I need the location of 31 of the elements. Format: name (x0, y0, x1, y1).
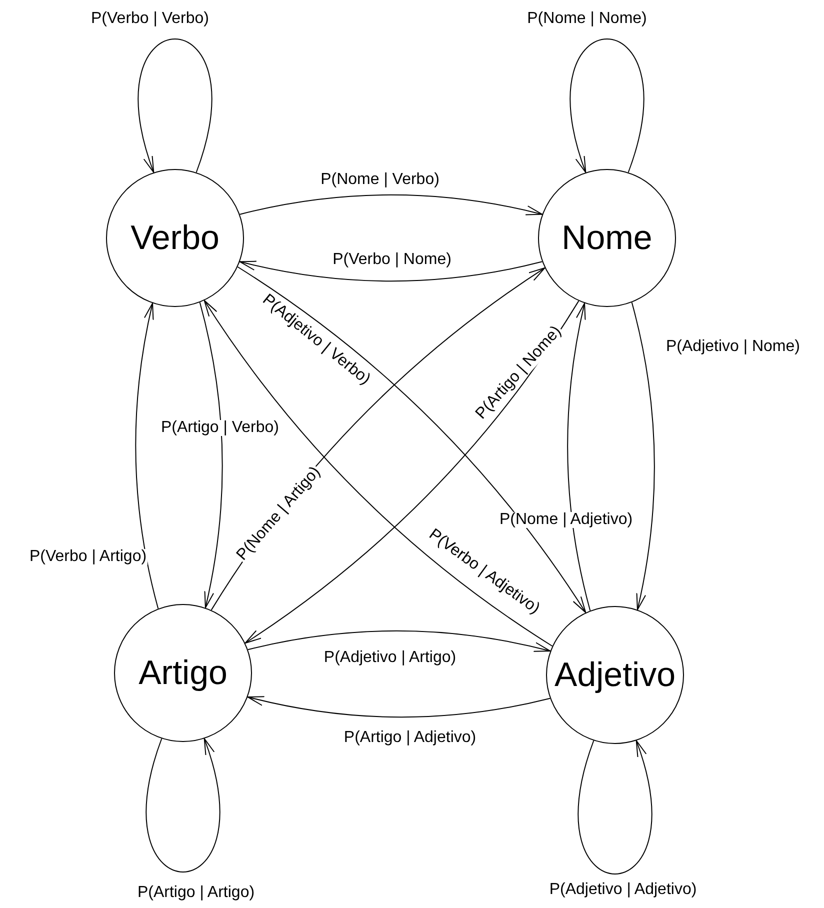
transition-arrow (138, 38, 212, 173)
transition-arrow (239, 260, 543, 282)
edge-label: P(Adjetivo | Nome) (665, 339, 801, 355)
state-label: Artigo (138, 656, 228, 690)
transition-arrow (135, 302, 159, 610)
edge-label: P(Verbo | Nome) (332, 252, 452, 268)
edge-label: P(Artigo | Artigo) (136, 885, 256, 901)
transition-arrow (567, 302, 591, 612)
transition-arrow (237, 266, 586, 614)
edge-label: P(Nome | Nome) (526, 11, 648, 27)
transition-arrow (570, 38, 644, 173)
state-label: Nome (562, 221, 652, 255)
transition-arrow (204, 300, 553, 647)
edge-label: P(Artigo | Adjetivo) (342, 730, 478, 746)
state-label: Adjetivo (554, 658, 676, 692)
transition-arrow (578, 740, 652, 874)
transition-arrow (146, 738, 220, 872)
transition-arrow (631, 302, 655, 610)
transition-arrow (247, 630, 551, 652)
edge-label: P(Verbo | Artigo) (28, 549, 148, 565)
edge-label: P(Adjetivo | Artigo) (322, 650, 458, 666)
transition-arrow (247, 696, 551, 718)
edge-label: P(Adjetivo | Adjetivo) (548, 882, 698, 898)
transition-arrow (244, 300, 580, 644)
state-label: Verbo (130, 221, 220, 255)
transition-arrow (239, 194, 543, 216)
edge-label: P(Nome | Adjetivo) (498, 512, 634, 528)
transition-arrow (199, 302, 223, 608)
edge-label: P(Nome | Verbo) (320, 172, 440, 188)
edge-label: P(Verbo | Verbo) (90, 11, 210, 27)
edge-label: P(Artigo | Verbo) (160, 420, 280, 436)
